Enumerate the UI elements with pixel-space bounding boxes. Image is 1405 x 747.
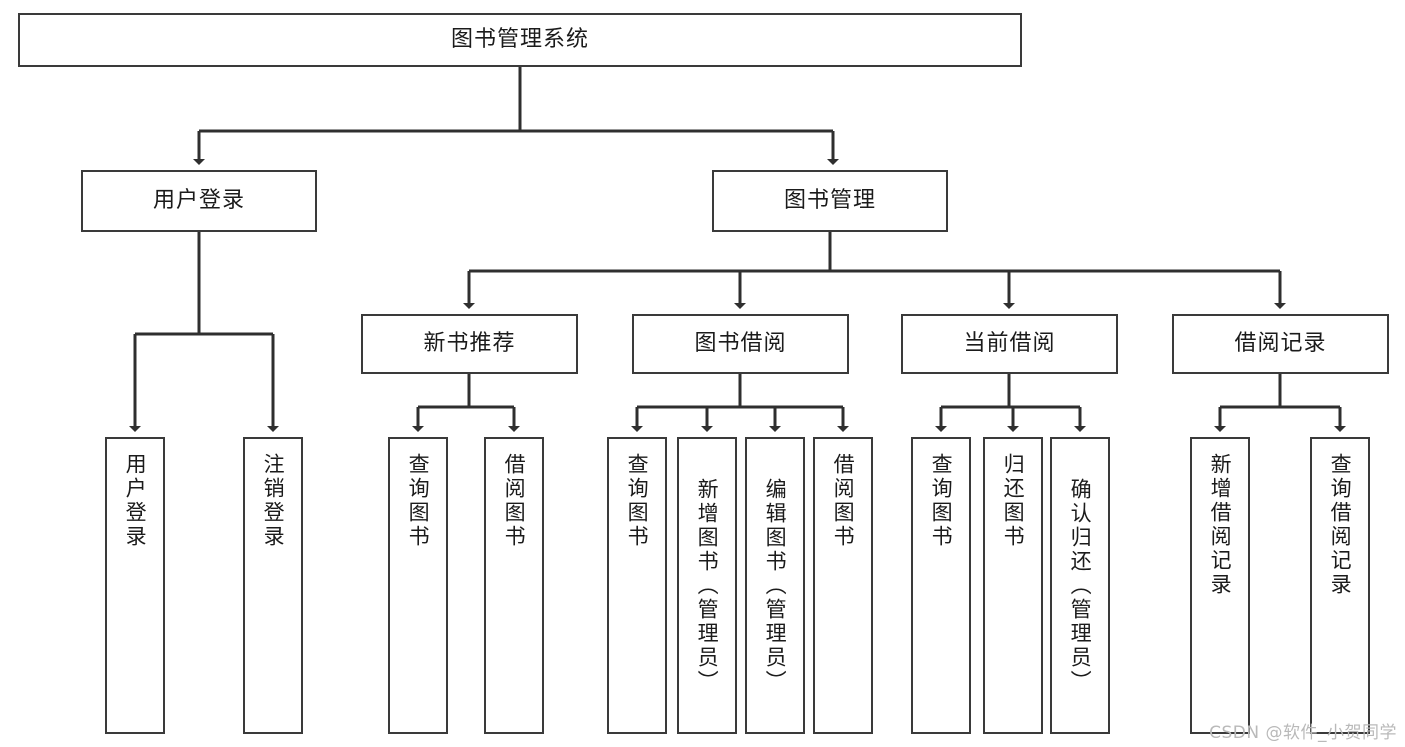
node-level3-3[interactable]: 借阅记录 (1172, 314, 1389, 374)
node-leaf-10[interactable]: 确认归还（管理员） (1050, 437, 1110, 734)
node-level2-0[interactable]: 用户登录 (81, 170, 317, 232)
node-leaf-11[interactable]: 新增借阅记录 (1190, 437, 1250, 734)
node-leaf-5[interactable]: 新增图书（管理员） (677, 437, 737, 734)
node-level3-0[interactable]: 新书推荐 (361, 314, 578, 374)
node-leaf-3[interactable]: 借阅图书 (484, 437, 544, 734)
node-level3-1[interactable]: 图书借阅 (632, 314, 849, 374)
node-leaf-6[interactable]: 编辑图书（管理员） (745, 437, 805, 734)
node-level3-2[interactable]: 当前借阅 (901, 314, 1118, 374)
node-leaf-0[interactable]: 用户登录 (105, 437, 165, 734)
node-leaf-8[interactable]: 查询图书 (911, 437, 971, 734)
node-leaf-1[interactable]: 注销登录 (243, 437, 303, 734)
node-leaf-12[interactable]: 查询借阅记录 (1310, 437, 1370, 734)
node-leaf-7[interactable]: 借阅图书 (813, 437, 873, 734)
node-leaf-4[interactable]: 查询图书 (607, 437, 667, 734)
node-leaf-9[interactable]: 归还图书 (983, 437, 1043, 734)
node-leaf-2[interactable]: 查询图书 (388, 437, 448, 734)
csdn-watermark: CSDN @软件_小贺同学 (1209, 723, 1397, 743)
node-level2-1[interactable]: 图书管理 (712, 170, 948, 232)
node-root[interactable]: 图书管理系统 (18, 13, 1022, 67)
